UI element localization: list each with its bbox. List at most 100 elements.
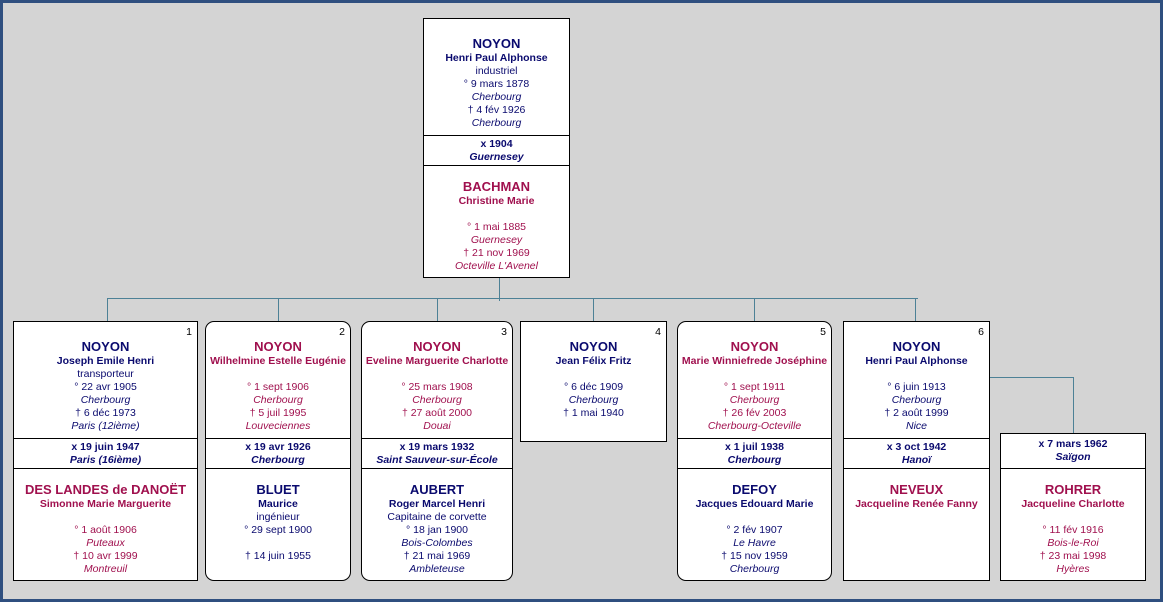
child-death: † 2 août 1999 [884, 407, 949, 419]
child-given: Eveline Marguerite Charlotte [365, 355, 509, 367]
child-birth: ° 25 mars 1908 [401, 381, 473, 393]
spouse-surname: AUBERT [409, 482, 465, 497]
marriage-date: x 19 avr 1926 [245, 441, 311, 453]
spouse-birth-place: Bois-le-Roi [1047, 537, 1099, 549]
spouse-death-place: Ambleteuse [409, 563, 465, 575]
root-couple-card[interactable]: NOYON Henri Paul Alphonse industriel ° 9… [423, 18, 570, 278]
child-death: † 1 mai 1940 [563, 407, 624, 419]
child-number: 1 [186, 326, 192, 338]
connector-child-2 [278, 298, 279, 322]
child-5-spouse: DEFOY Jacques Edouard Marie ° 2 fév 1907… [678, 468, 831, 580]
spouse-birth-place: Puteaux [86, 537, 125, 549]
child-5-person: NOYON Marie Winniefrede Joséphine ° 1 se… [678, 322, 831, 438]
child-surname: NOYON [730, 339, 779, 354]
child-number: 5 [820, 326, 826, 338]
child-2-person: NOYON Wilhelmine Estelle Eugénie ° 1 sep… [206, 322, 350, 438]
marriage-date: x 19 mars 1932 [399, 441, 475, 453]
connector-second-spouse-h [988, 377, 1074, 378]
child-birth-place: Cherbourg [891, 394, 942, 406]
spouse-given: Maurice [258, 498, 298, 510]
child-5-card[interactable]: 5 NOYON Marie Winniefrede Joséphine ° 1 … [677, 321, 832, 581]
child-6-person: NOYON Henri Paul Alphonse ° 6 juin 1913 … [844, 322, 989, 438]
child-2-card[interactable]: 2 NOYON Wilhelmine Estelle Eugénie ° 1 s… [205, 321, 351, 581]
child-number: 4 [655, 326, 661, 338]
spouse-given: Jacqueline Renée Fanny [855, 498, 978, 510]
root-father-death-place: Cherbourg [471, 117, 522, 129]
child-5-marriage: x 1 juil 1938 Cherbourg [678, 438, 831, 468]
root-mother-birth: ° 1 mai 1885 [466, 221, 527, 233]
child-birth-place: Cherbourg [80, 394, 131, 406]
child-surname: NOYON [81, 339, 130, 354]
spouse-surname: DES LANDES de DANOËT [24, 482, 187, 497]
child-4-card[interactable]: 4 NOYON Jean Félix Fritz ° 6 déc 1909 Ch… [520, 321, 667, 442]
root-father-occupation: industriel [475, 65, 518, 77]
spouse-birth: ° 11 fév 1916 [1042, 524, 1104, 536]
root-father-death: † 4 fév 1926 [467, 104, 526, 116]
connector-root-down [499, 277, 500, 301]
spouse-death-place: Montreuil [83, 563, 128, 575]
root-father-birth: ° 9 mars 1878 [463, 78, 530, 90]
spouse-given: Jacques Edouard Marie [695, 498, 814, 510]
child-number: 6 [978, 326, 984, 338]
marriage-place: Cherbourg [251, 454, 305, 466]
child-birth-place: Cherbourg [729, 394, 780, 406]
root-marriage-section: x 1904 Guernesey [424, 135, 569, 165]
child-3-card[interactable]: 3 NOYON Eveline Marguerite Charlotte ° 2… [361, 321, 513, 581]
child-number: 3 [501, 326, 507, 338]
root-father-section: NOYON Henri Paul Alphonse industriel ° 9… [424, 19, 569, 135]
connector-child-4 [593, 298, 594, 322]
root-father-birth-place: Cherbourg [471, 91, 522, 103]
spouse-surname: BLUET [256, 482, 300, 497]
connector-child-1 [107, 298, 108, 322]
marriage-date: x 7 mars 1962 [1038, 438, 1108, 450]
spouse-occupation: Capitaine de corvette [387, 511, 487, 523]
child-death-place: Cherbourg-Octeville [707, 420, 802, 432]
marriage-date: x 19 juin 1947 [71, 441, 140, 453]
root-marriage-place: Guernesey [469, 151, 524, 163]
child-6-marriage-2: x 7 mars 1962 Saïgon [1001, 434, 1145, 468]
child-1-spouse: DES LANDES de DANOËT Simonne Marie Margu… [14, 468, 197, 580]
child-6-spouse-2: ROHRER Jacqueline Charlotte ° 11 fév 191… [1001, 468, 1145, 580]
child-6-card[interactable]: 6 NOYON Henri Paul Alphonse ° 6 juin 191… [843, 321, 990, 581]
connector-child-5 [754, 298, 755, 322]
marriage-place: Cherbourg [727, 454, 782, 466]
child-given: Marie Winniefrede Joséphine [681, 355, 828, 367]
child-birth-place: Cherbourg [412, 394, 462, 406]
child-number: 2 [339, 326, 345, 338]
spouse-surname: DEFOY [732, 482, 777, 497]
child-surname: NOYON [413, 339, 461, 354]
child-3-person: NOYON Eveline Marguerite Charlotte ° 25 … [362, 322, 512, 438]
root-mother-birth-place: Guernesey [470, 234, 523, 246]
spouse-death: † 21 mai 1969 [403, 550, 471, 562]
child-birth: ° 1 sept 1911 [723, 381, 786, 393]
root-father-given: Henri Paul Alphonse [445, 52, 548, 64]
child-given: Henri Paul Alphonse [865, 355, 968, 367]
child-1-card[interactable]: 1 NOYON Joseph Emile Henri transporteur … [13, 321, 198, 581]
connector-horizontal [107, 298, 918, 299]
child-death-place: Louveciennes [245, 420, 311, 432]
child-death-place: Paris (12ième) [71, 420, 140, 432]
spouse-given: Roger Marcel Henri [388, 498, 486, 510]
spouse-birth-place: Le Havre [733, 537, 776, 549]
spouse-surname: NEVEUX [889, 482, 944, 497]
spouse-birth: ° 2 fév 1907 [726, 524, 783, 536]
child-death: † 26 fév 2003 [722, 407, 787, 419]
marriage-place: Hanoï [901, 454, 932, 466]
spouse-given: Jacqueline Charlotte [1021, 498, 1125, 510]
connector-child-3 [437, 298, 438, 322]
root-mother-death-place: Octeville L'Avenel [455, 260, 538, 272]
spouse-death: † 23 mai 1998 [1039, 550, 1107, 562]
child-6-second-spouse-card[interactable]: x 7 mars 1962 Saïgon ROHRER Jacqueline C… [1000, 433, 1146, 581]
root-mother-surname: BACHMAN [462, 179, 531, 194]
child-birth-place: Cherbourg [568, 394, 619, 406]
marriage-place: Saïgon [1055, 451, 1091, 463]
child-given: Wilhelmine Estelle Eugénie [210, 355, 346, 367]
marriage-place: Saint Sauveur-sur-École [376, 454, 498, 466]
child-death: † 6 déc 1973 [75, 407, 136, 419]
root-father-surname: NOYON [472, 36, 521, 51]
child-birth-place: Cherbourg [253, 394, 303, 406]
child-death: † 27 août 2000 [401, 407, 473, 419]
spouse-death: † 15 nov 1959 [721, 550, 788, 562]
marriage-date: x 1 juil 1938 [725, 441, 784, 453]
